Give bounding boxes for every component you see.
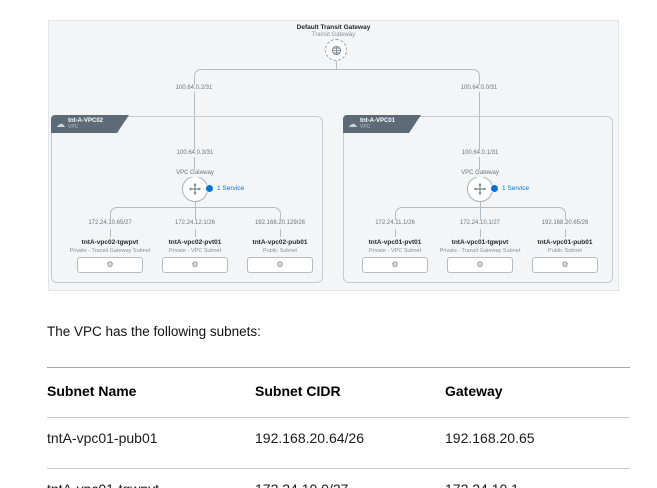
vpc-type-label: VPC [68,123,79,130]
subnet-name: tntA-vpc02-tgwpvt [81,239,139,246]
service-dot [205,184,214,193]
subnet-name: tntA-vpc02-pub01 [252,239,308,246]
subnet-name: tntA-vpc01-tgwpvt [451,239,509,246]
subnet-node: ⚙ [162,257,228,273]
subnet-cidr-label: 172.24.11.1/26 [373,220,417,226]
left-link-line [194,83,195,175]
subnet-icon: ⚙ [191,260,199,269]
right-link-cidr-label: 100.64.0.0/31 [457,85,501,93]
col-header-gateway: Gateway [445,367,630,418]
cell-subnet-name: tntA-vpc01-tgwpvt [47,468,255,488]
vpc-name: tnt-A-VPC01 [360,117,396,124]
vpc-tab: ☁ tnt-A-VPC02 VPC [51,115,129,133]
table-header-row: Subnet Name Subnet CIDR Gateway [47,367,630,418]
subnet-cidr-label: 172.24.10.65/27 [86,220,134,226]
cloud-icon: ☁ [348,118,357,129]
subnet-node: ⚙ [532,257,598,273]
cell-subnet-cidr: 192.168.20.64/26 [255,417,445,469]
cell-subnet-cidr: 172.24.10.0/27 [255,468,445,488]
subnet-center-stem [195,202,196,220]
vpc-box-tnt-a-vpc02: ☁ tnt-A-VPC02 VPC 100.64.0.3/31 VPC Gate… [51,116,323,283]
vpc-tab: ☁ tnt-A-VPC01 VPC [343,115,421,133]
vpc-type-label: VPC [360,123,371,130]
vpc-gateway-label: VPC Gateway [458,170,502,178]
subnet-icon: ⚙ [106,260,114,269]
vpc-name: tnt-A-VPC02 [68,117,104,124]
service-count-label: 1 Service [217,185,245,192]
intro-text: The VPC has the following subnets: [47,324,261,339]
subnet-icon: ⚙ [391,260,399,269]
table-row: tntA-vpc01-pub01 192.168.20.64/26 192.16… [47,417,630,469]
subnet-stem [565,229,566,237]
subnet-branch-connector [110,207,281,220]
subnet-type: Public Subnet [548,248,582,254]
subnet-stem [110,229,111,237]
transit-gateway-title: Default Transit Gateway [296,24,371,31]
table-row: tntA-vpc01-tgwpvt 172.24.10.0/27 172.24.… [47,468,630,488]
subnet-table: Subnet Name Subnet CIDR Gateway tntA-vpc… [47,367,630,488]
subnet-cidr-label: 192.168.20.129/26 [252,220,308,226]
vpc-link-cidr-label: 100.64.0.3/31 [173,150,217,158]
vpc-gateway-icon [473,182,487,196]
subnet-cidr-label: 172.24.12.1/26 [172,220,218,226]
subnet-stem [395,229,396,237]
subnet-type: Private - Transit Gateway Subnet [69,248,151,254]
subnet-branch-connector [395,207,566,220]
left-link-cidr-label: 100.64.0.2/31 [172,85,216,93]
vpc-gateway-label: VPC Gateway [173,170,217,178]
vpc-box-tnt-a-vpc01: ☁ tnt-A-VPC01 VPC 100.64.0.1/31 VPC Gate… [343,116,613,283]
service-dot [490,184,499,193]
tgw-branch-connector [194,69,480,83]
right-link-line [479,83,480,175]
subnet-icon: ⚙ [476,260,484,269]
subnet-stem [280,229,281,237]
subnet-node: ⚙ [77,257,143,273]
cloud-icon: ☁ [56,118,65,129]
tgw-stem-line [336,61,337,69]
subnet-name: tntA-vpc01-pvt01 [368,239,422,246]
subnet-name: tntA-vpc01-pub01 [537,239,593,246]
transit-gateway-subtitle: Transit Gateway [311,32,356,38]
subnet-node: ⚙ [362,257,428,273]
subnet-node: ⚙ [247,257,313,273]
cell-subnet-name: tntA-vpc01-pub01 [47,417,255,469]
subnet-type: Private - Transit Gateway Subnet [439,248,521,254]
subnet-cidr-label: 172.24.10.1/27 [457,220,503,226]
service-count-label: 1 Service [502,185,530,192]
subnet-cidr-label: 192.168.20.65/26 [539,220,591,226]
cell-gateway: 172.24.10.1 [445,468,630,488]
subnet-type: Public Subnet [263,248,297,254]
col-header-subnet-cidr: Subnet CIDR [255,367,445,418]
subnet-stem [195,229,196,237]
vpc-gateway-icon [188,182,202,196]
network-topology-diagram: Default Transit Gateway Transit Gateway … [48,20,619,291]
subnet-icon: ⚙ [561,260,569,269]
subnet-type: Private - VPC Subnet [168,248,222,254]
vpc-link-cidr-label: 100.64.0.1/31 [458,150,502,158]
transit-gateway-icon [331,45,341,55]
cell-gateway: 192.168.20.65 [445,417,630,469]
subnet-stem [480,229,481,237]
transit-gateway-node [325,39,347,61]
subnet-type: Private - VPC Subnet [368,248,422,254]
subnet-center-stem [480,202,481,220]
col-header-subnet-name: Subnet Name [47,367,255,418]
subnet-name: tntA-vpc02-pvt01 [168,239,222,246]
subnet-node: ⚙ [447,257,513,273]
subnet-icon: ⚙ [276,260,284,269]
